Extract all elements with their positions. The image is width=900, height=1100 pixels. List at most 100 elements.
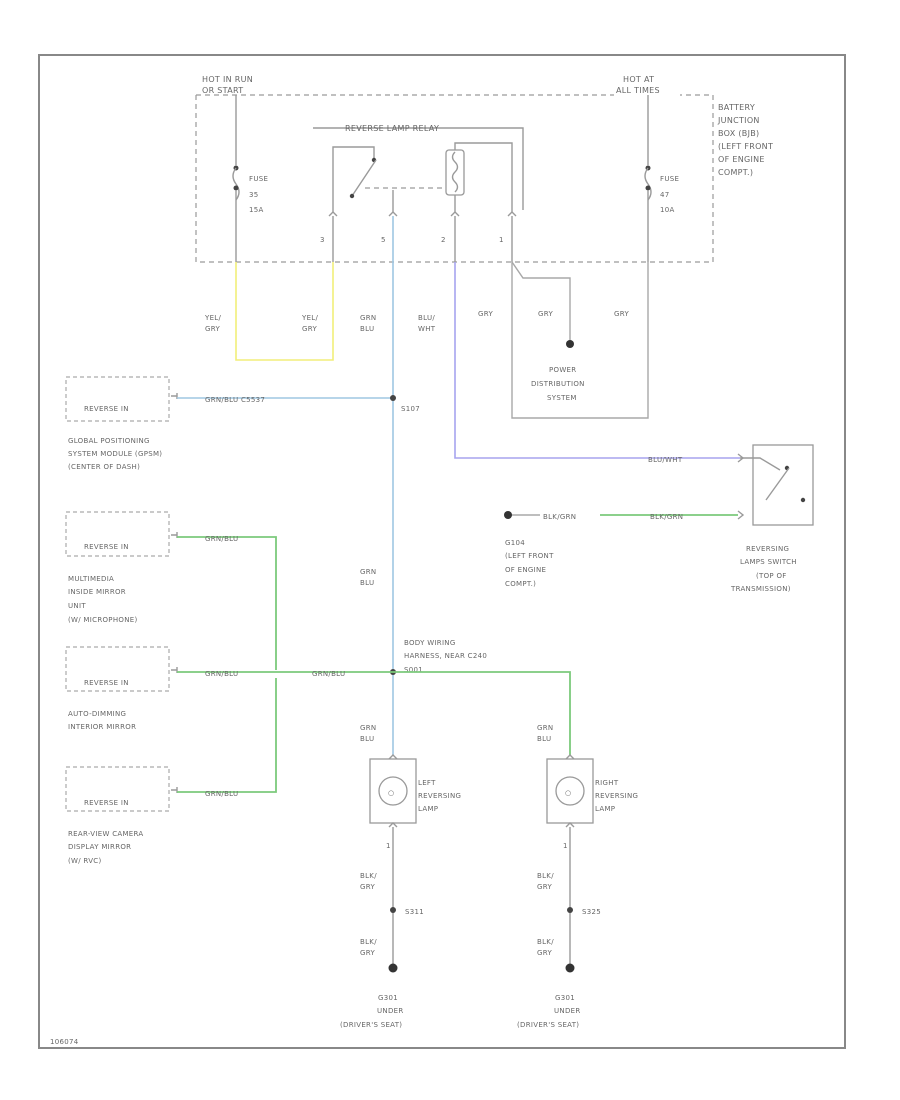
svg-text:FUSE: FUSE xyxy=(660,175,679,183)
svg-text:OR START: OR START xyxy=(202,86,243,95)
svg-text:(LEFT FRONT: (LEFT FRONT xyxy=(505,552,554,560)
auto-dimming-mirror-name: AUTO-DIMMING INTERIOR MIRROR xyxy=(68,710,136,731)
svg-text:(CENTER OF DASH): (CENTER OF DASH) xyxy=(68,463,140,471)
mm-wire-label: GRN/BLU xyxy=(205,535,238,543)
svg-text:(W/ RVC): (W/ RVC) xyxy=(68,857,102,865)
rear-view-mirror-name: REAR-VIEW CAMERA DISPLAY MIRROR (W/ RVC) xyxy=(68,830,144,865)
svg-text:WHT: WHT xyxy=(418,325,436,333)
svg-text:GRN: GRN xyxy=(360,314,376,322)
ground-left-label: G301 UNDER (DRIVER'S SEAT) xyxy=(340,994,404,1029)
svg-text:UNDER: UNDER xyxy=(554,1007,581,1015)
svg-text:JUNCTION: JUNCTION xyxy=(717,116,760,125)
svg-text:1: 1 xyxy=(499,236,504,244)
svg-text:(DRIVER'S SEAT): (DRIVER'S SEAT) xyxy=(517,1021,579,1029)
svg-text:OF ENGINE: OF ENGINE xyxy=(505,566,546,574)
svg-text:BLU/: BLU/ xyxy=(418,314,435,322)
svg-text:SYSTEM: SYSTEM xyxy=(547,394,577,402)
svg-text:5: 5 xyxy=(381,236,386,244)
left-lamp-label: LEFT REVERSING LAMP xyxy=(418,779,461,813)
gps-module-name: GLOBAL POSITIONING SYSTEM MODULE (GPSM) … xyxy=(68,437,162,471)
battery-junction-box-label: BATTERY JUNCTION BOX (BJB) (LEFT FRONT O… xyxy=(717,103,773,177)
svg-text:HARNESS, NEAR C240: HARNESS, NEAR C240 xyxy=(404,652,487,660)
power-distribution-label: POWER DISTRIBUTION SYSTEM xyxy=(531,366,585,402)
splice-s325-dot xyxy=(567,907,573,913)
splice-s311-dot xyxy=(390,907,396,913)
right-lamp-pin: 1 xyxy=(563,842,568,850)
gps-module-box xyxy=(65,376,170,422)
right-lamp-label: RIGHT REVERSING LAMP xyxy=(595,779,638,813)
svg-text:UNDER: UNDER xyxy=(377,1007,404,1015)
harness-grn-blu-wire xyxy=(286,671,571,755)
ground-right-label: G301 UNDER (DRIVER'S SEAT) xyxy=(517,994,581,1029)
svg-text:BATTERY: BATTERY xyxy=(718,103,755,112)
svg-text:GRY: GRY xyxy=(537,883,552,891)
splice-s325-label: S325 xyxy=(582,908,601,916)
ad-wire-label: GRN/BLU xyxy=(205,670,238,678)
g104-name: G104 (LEFT FRONT OF ENGINE COMPT.) xyxy=(505,539,554,588)
gps-reverse-in: REVERSE IN xyxy=(84,405,129,413)
svg-text:LAMP: LAMP xyxy=(418,805,438,813)
yel-gry-label-1: YEL/ GRY xyxy=(204,314,221,333)
body-harness-label: BODY WIRING HARNESS, NEAR C240 S001 xyxy=(404,639,487,674)
g104-wire-label: BLK/GRN xyxy=(543,513,576,521)
harness-wire-label: GRN/BLU xyxy=(312,670,345,678)
hot-at-all-times-label: HOT AT ALL TIMES xyxy=(616,75,660,95)
power-distribution-node xyxy=(566,340,574,348)
relay-title: REVERSE LAMP RELAY xyxy=(345,124,439,133)
rear-view-mirror-box xyxy=(65,766,170,812)
svg-text:MULTIMEDIA: MULTIMEDIA xyxy=(68,575,114,583)
svg-text:S001: S001 xyxy=(404,666,423,674)
svg-text:DISTRIBUTION: DISTRIBUTION xyxy=(531,380,585,388)
mm-reverse-in: REVERSE IN xyxy=(84,543,129,551)
svg-text:G104: G104 xyxy=(505,539,525,547)
blu-wht-label: BLU/ WHT xyxy=(418,314,436,333)
gps-connector-icon xyxy=(171,393,178,399)
svg-text:BLU: BLU xyxy=(360,325,374,333)
ground-g301-right xyxy=(565,963,575,973)
blu-wht-horizontal-label: BLU/WHT xyxy=(648,456,683,464)
svg-text:GRN: GRN xyxy=(360,724,376,732)
right-lamp-bulb-icon xyxy=(555,776,585,806)
svg-text:LAMPS SWITCH: LAMPS SWITCH xyxy=(740,558,797,566)
junction-box-outline xyxy=(195,94,714,263)
svg-text:COMPT.): COMPT.) xyxy=(718,168,753,177)
relay-switch-contact xyxy=(351,159,377,197)
svg-text:AUTO-DIMMING: AUTO-DIMMING xyxy=(68,710,126,718)
reversing-lamps-switch-box xyxy=(752,444,814,526)
svg-text:SYSTEM MODULE (GPSM): SYSTEM MODULE (GPSM) xyxy=(68,450,162,458)
svg-text:(LEFT FRONT: (LEFT FRONT xyxy=(718,142,773,151)
gry-label-2: GRY xyxy=(538,310,553,318)
svg-text:LAMP: LAMP xyxy=(595,805,615,813)
svg-text:(W/ MICROPHONE): (W/ MICROPHONE) xyxy=(68,616,138,624)
svg-text:TRANSMISSION): TRANSMISSION) xyxy=(730,585,791,593)
svg-text:○: ○ xyxy=(565,789,571,797)
svg-text:UNIT: UNIT xyxy=(68,602,86,610)
svg-text:OF ENGINE: OF ENGINE xyxy=(718,155,765,164)
svg-text:BLK/: BLK/ xyxy=(537,872,554,880)
grn-blu-mid-label: GRN BLU xyxy=(360,568,376,587)
switch-blk-grn-label: BLK/GRN xyxy=(650,513,683,521)
splice-s107-dot xyxy=(390,395,396,401)
fuse-35-label: FUSE 35 15A xyxy=(249,175,268,214)
svg-text:COMPT.): COMPT.) xyxy=(505,580,536,588)
diagram-frame xyxy=(38,54,846,1049)
svg-text:15A: 15A xyxy=(249,206,264,214)
relay-pins: 3 5 2 1 xyxy=(320,211,517,244)
svg-text:(TOP OF: (TOP OF xyxy=(756,572,787,580)
svg-text:35: 35 xyxy=(249,191,259,199)
fuse-35-icon xyxy=(232,167,240,201)
figure-id: 106074 xyxy=(50,1038,79,1046)
relay-coil-wire xyxy=(454,142,513,212)
rv-grn-blu-wire xyxy=(177,678,277,793)
grn-blu-top-label: GRN BLU xyxy=(360,314,376,333)
svg-text:HOT IN RUN: HOT IN RUN xyxy=(202,75,253,84)
fuse-47-icon xyxy=(644,167,652,201)
svg-text:POWER: POWER xyxy=(549,366,576,374)
svg-text:REAR-VIEW CAMERA: REAR-VIEW CAMERA xyxy=(68,830,144,838)
svg-text:BLK/: BLK/ xyxy=(360,938,377,946)
svg-text:INTERIOR MIRROR: INTERIOR MIRROR xyxy=(68,723,136,731)
multimedia-mirror-name: MULTIMEDIA INSIDE MIRROR UNIT (W/ MICROP… xyxy=(68,575,138,624)
power-distribution-loop xyxy=(511,262,649,419)
svg-text:GRY: GRY xyxy=(537,949,552,957)
svg-text:47: 47 xyxy=(660,191,670,199)
